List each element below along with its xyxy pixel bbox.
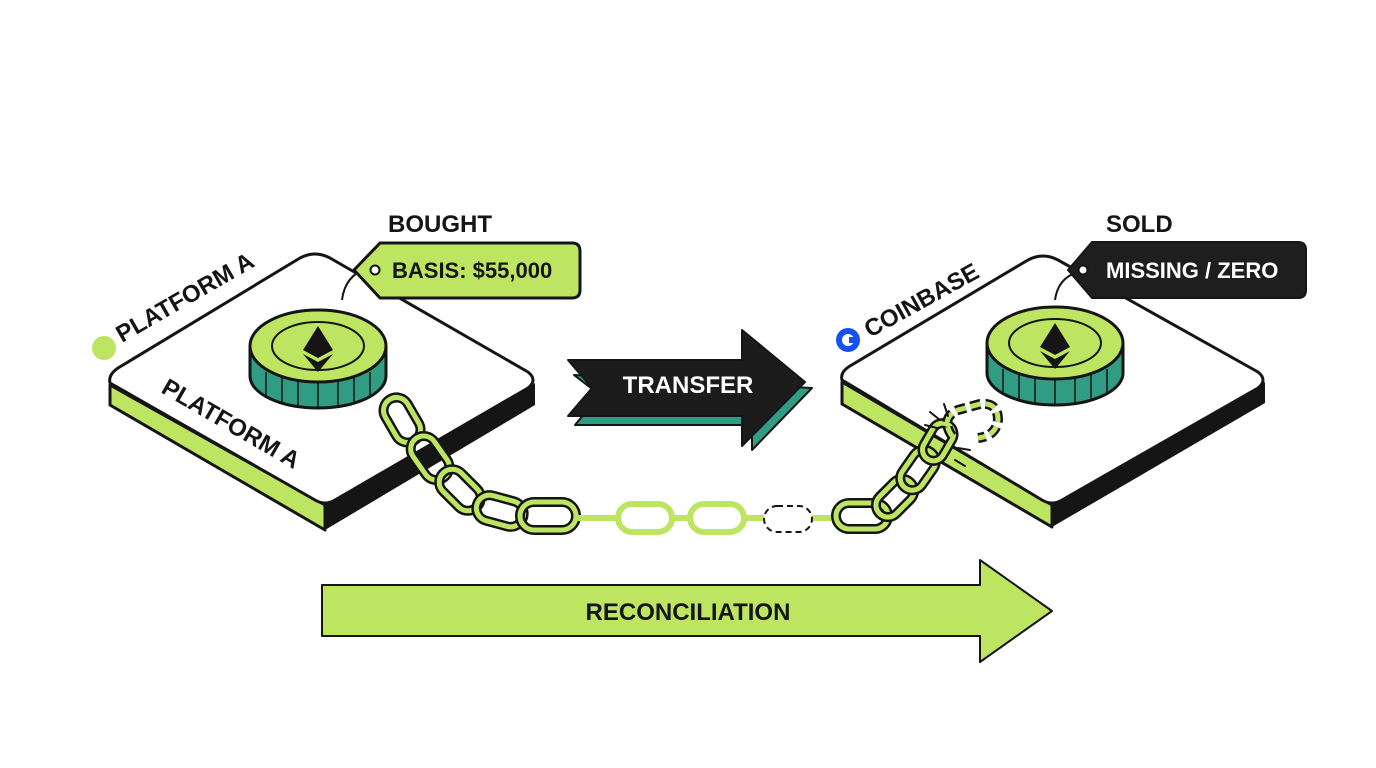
bought-label: BOUGHT xyxy=(388,211,492,238)
basis-price-tag: BASIS: $55,000 xyxy=(352,241,582,300)
svg-text:RECONCILIATION: RECONCILIATION xyxy=(586,599,791,626)
svg-text:MISSING / ZERO: MISSING / ZERO xyxy=(1106,258,1278,283)
platform-a-dot-icon xyxy=(92,336,116,360)
ethereum-coin-icon xyxy=(248,308,388,410)
sold-label: SOLD xyxy=(1106,211,1173,238)
svg-text:TRANSFER: TRANSFER xyxy=(623,372,754,399)
break-spark-icon xyxy=(924,403,971,467)
chain-icon xyxy=(378,392,1003,535)
transfer-arrow: TRANSFER xyxy=(567,329,813,451)
reconciliation-arrow: RECONCILIATION xyxy=(321,559,1053,663)
coinbase-logo-icon xyxy=(836,328,860,352)
ethereum-coin-icon xyxy=(985,305,1125,407)
missing-zero-tag: MISSING / ZERO xyxy=(1067,241,1307,299)
svg-text:BASIS: $55,000: BASIS: $55,000 xyxy=(392,258,552,283)
